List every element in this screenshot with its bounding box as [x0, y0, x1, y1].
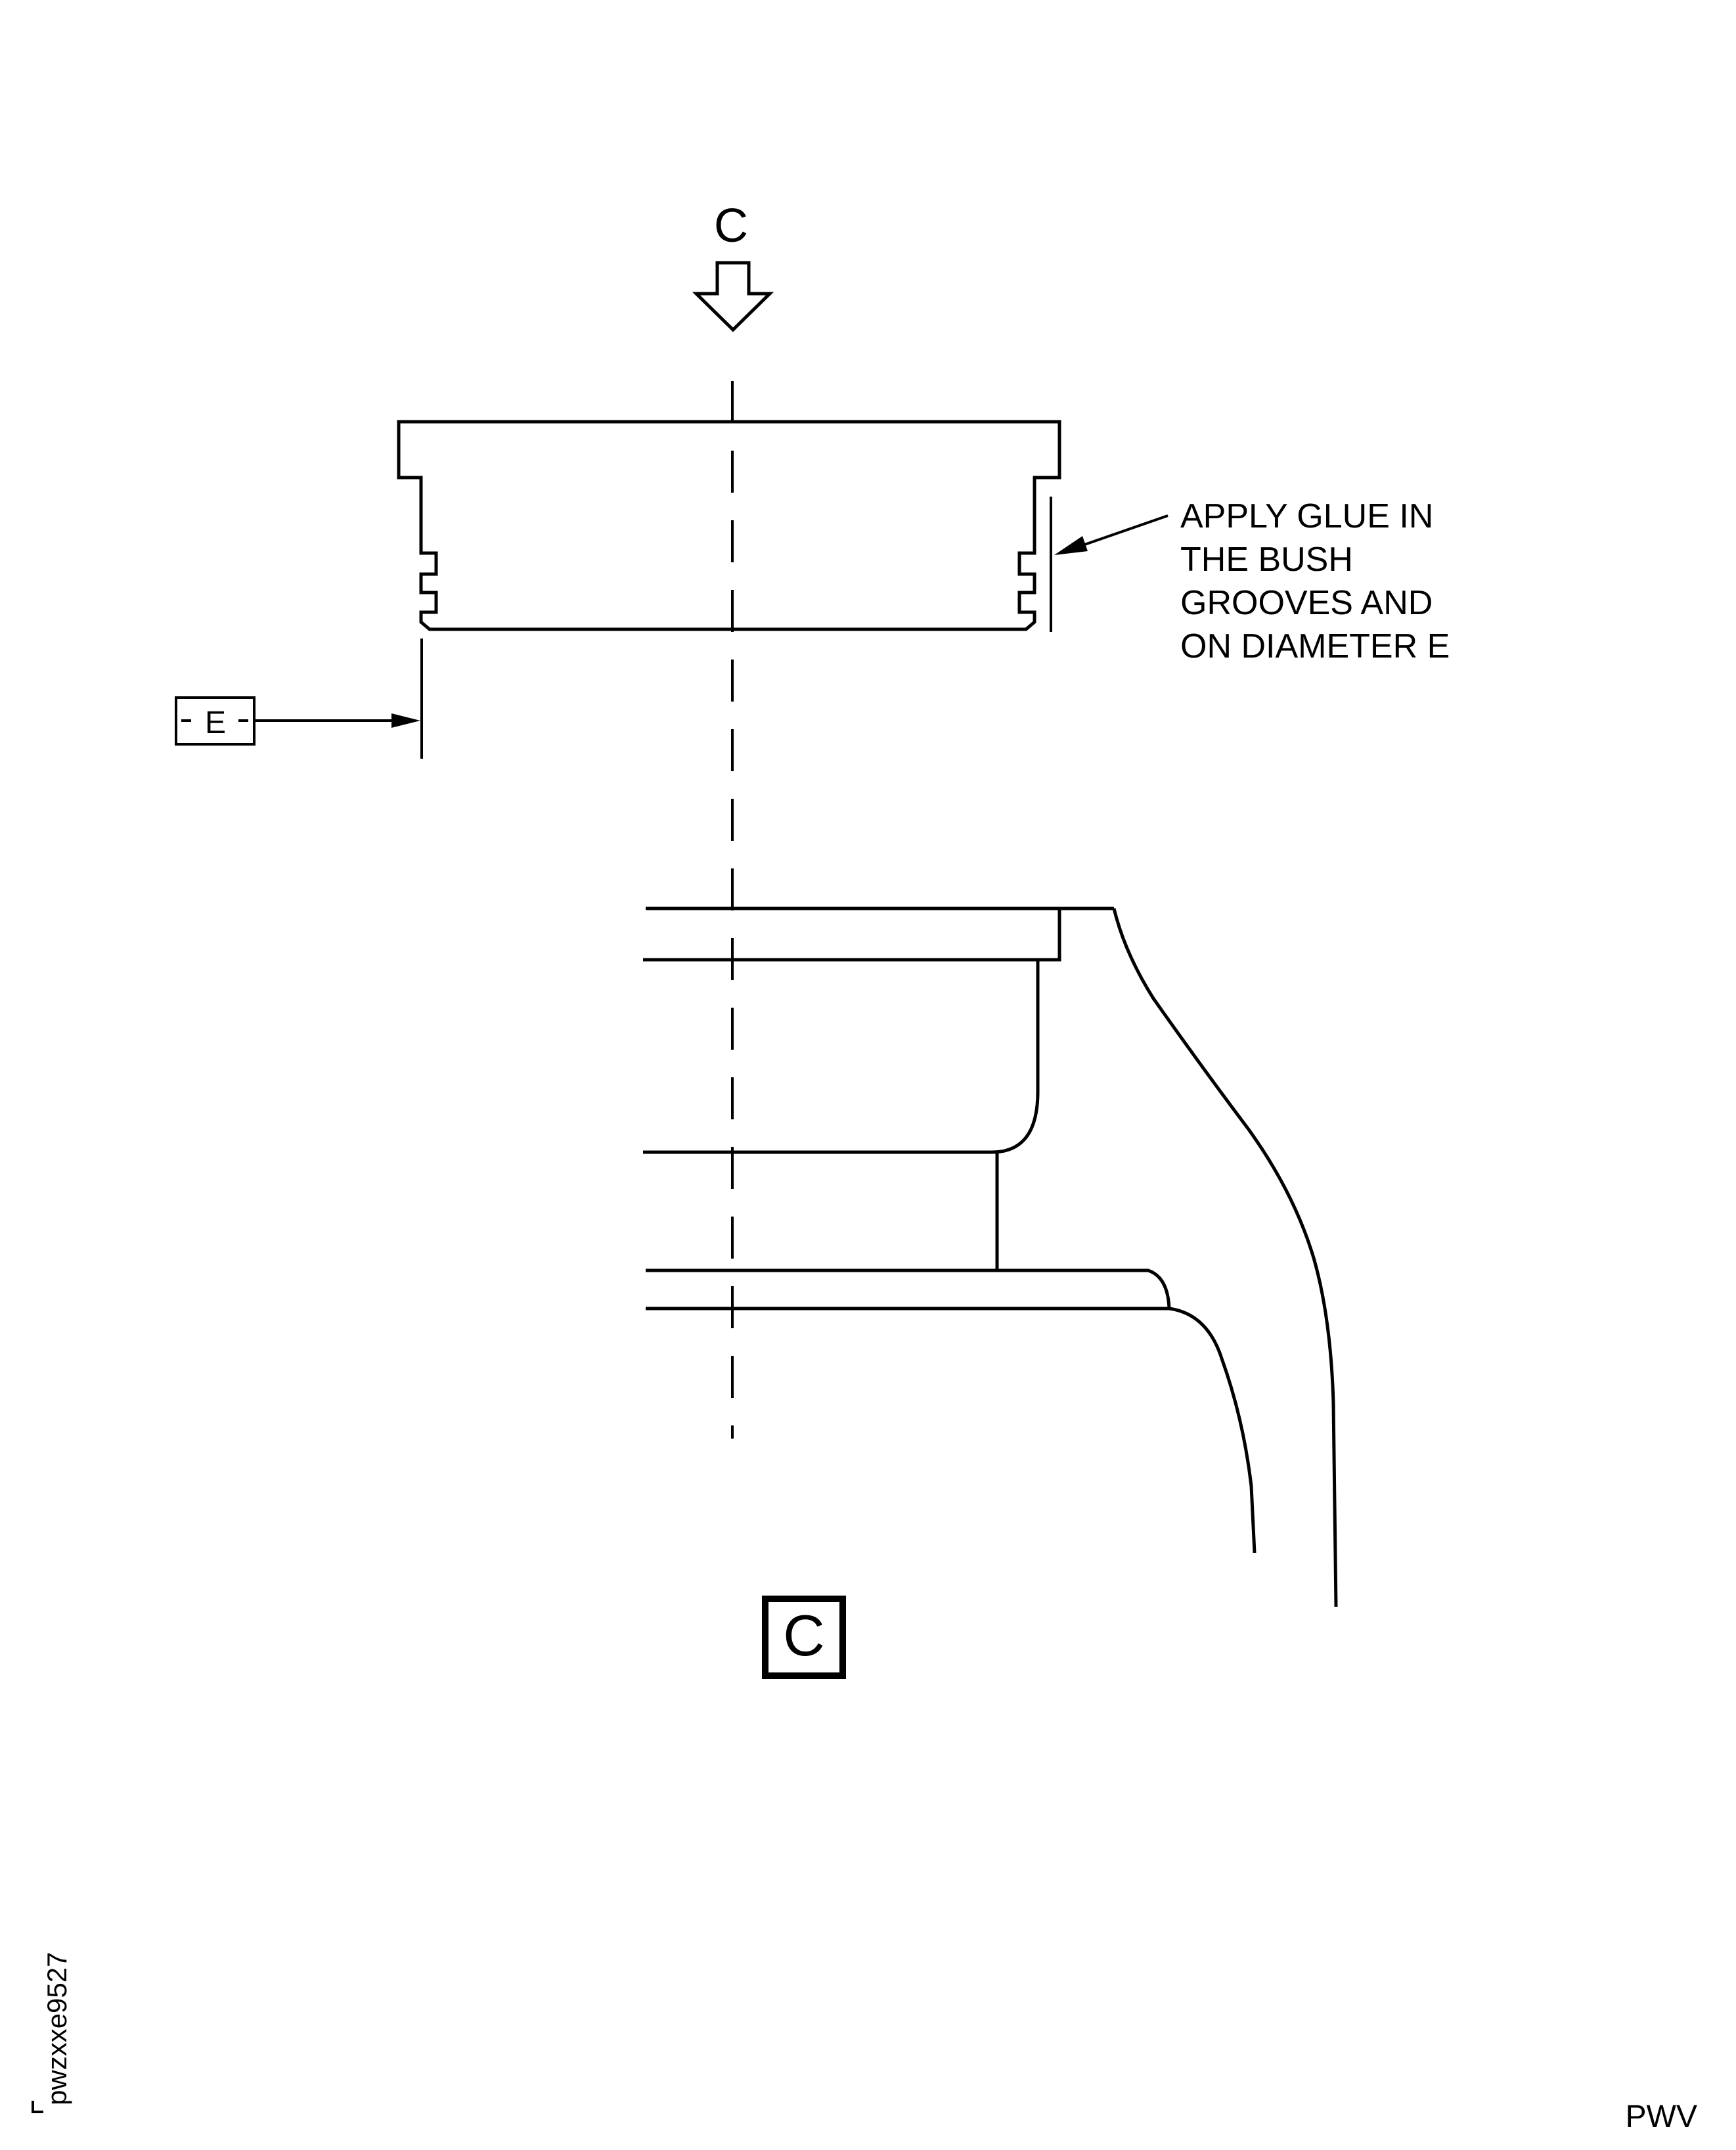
datum-leader-arrowhead	[391, 713, 420, 728]
datum-label: E	[205, 705, 226, 740]
figure-id-bracket	[32, 2101, 43, 2113]
corner-code: PWV	[1626, 2099, 1697, 2134]
note-line-4: ON DIAMETER E	[1180, 627, 1450, 665]
datum-frame	[175, 696, 256, 746]
figure-id: pwzxxe9527	[41, 1952, 72, 2105]
housing-outer-contour	[1112, 908, 1338, 1607]
note-leader-arrowhead	[1054, 536, 1088, 555]
housing-shelf-step	[643, 908, 1061, 962]
note-line-1: APPLY GLUE IN	[1180, 497, 1433, 535]
view-box	[762, 1596, 846, 1679]
bush-outline	[397, 420, 1061, 631]
housing-bore-wall	[643, 960, 1040, 1154]
note-leader-line	[1077, 514, 1168, 549]
view-direction-arrow	[692, 261, 774, 332]
view-arrow-label: C	[714, 200, 748, 252]
housing-inner-contour	[1168, 1307, 1257, 1554]
note-line-3: GROOVES AND	[1180, 584, 1433, 622]
housing-lower-step	[646, 1268, 1171, 1310]
note-line-2: THE BUSH	[1180, 541, 1353, 579]
view-box-label: C	[783, 1603, 825, 1668]
